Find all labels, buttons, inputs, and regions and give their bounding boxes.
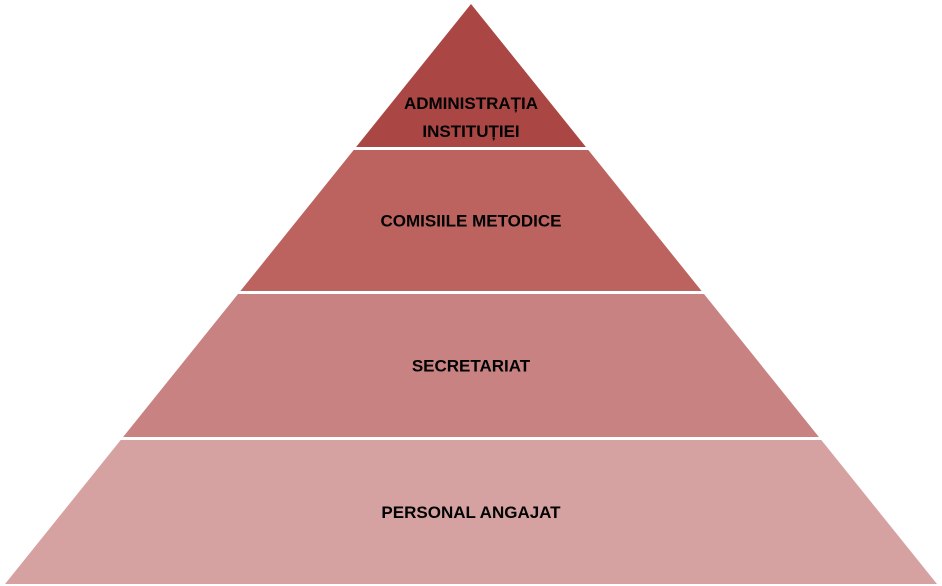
pyramid-level-shape <box>356 4 586 147</box>
pyramid-level-label: ADMINISTRAȚIA <box>404 94 538 113</box>
pyramid-level-personal-angajat: PERSONAL ANGAJAT <box>5 440 937 584</box>
pyramid-level-label: INSTITUȚIEI <box>422 122 519 141</box>
pyramid-level-label: SECRETARIAT <box>412 357 531 376</box>
pyramid-level-secretariat: SECRETARIAT <box>123 294 819 437</box>
pyramid-level-shape <box>5 440 937 584</box>
pyramid-level-administratia-institutiei: ADMINISTRAȚIA INSTITUȚIEI <box>356 4 586 147</box>
pyramid-level-label: PERSONAL ANGAJAT <box>381 503 561 522</box>
pyramid-level-shape <box>123 294 819 437</box>
pyramid-level-shape <box>240 150 702 291</box>
pyramid-level-comisiile-metodice: COMISIILE METODICE <box>240 150 702 291</box>
pyramid-level-label: COMISIILE METODICE <box>380 212 561 231</box>
